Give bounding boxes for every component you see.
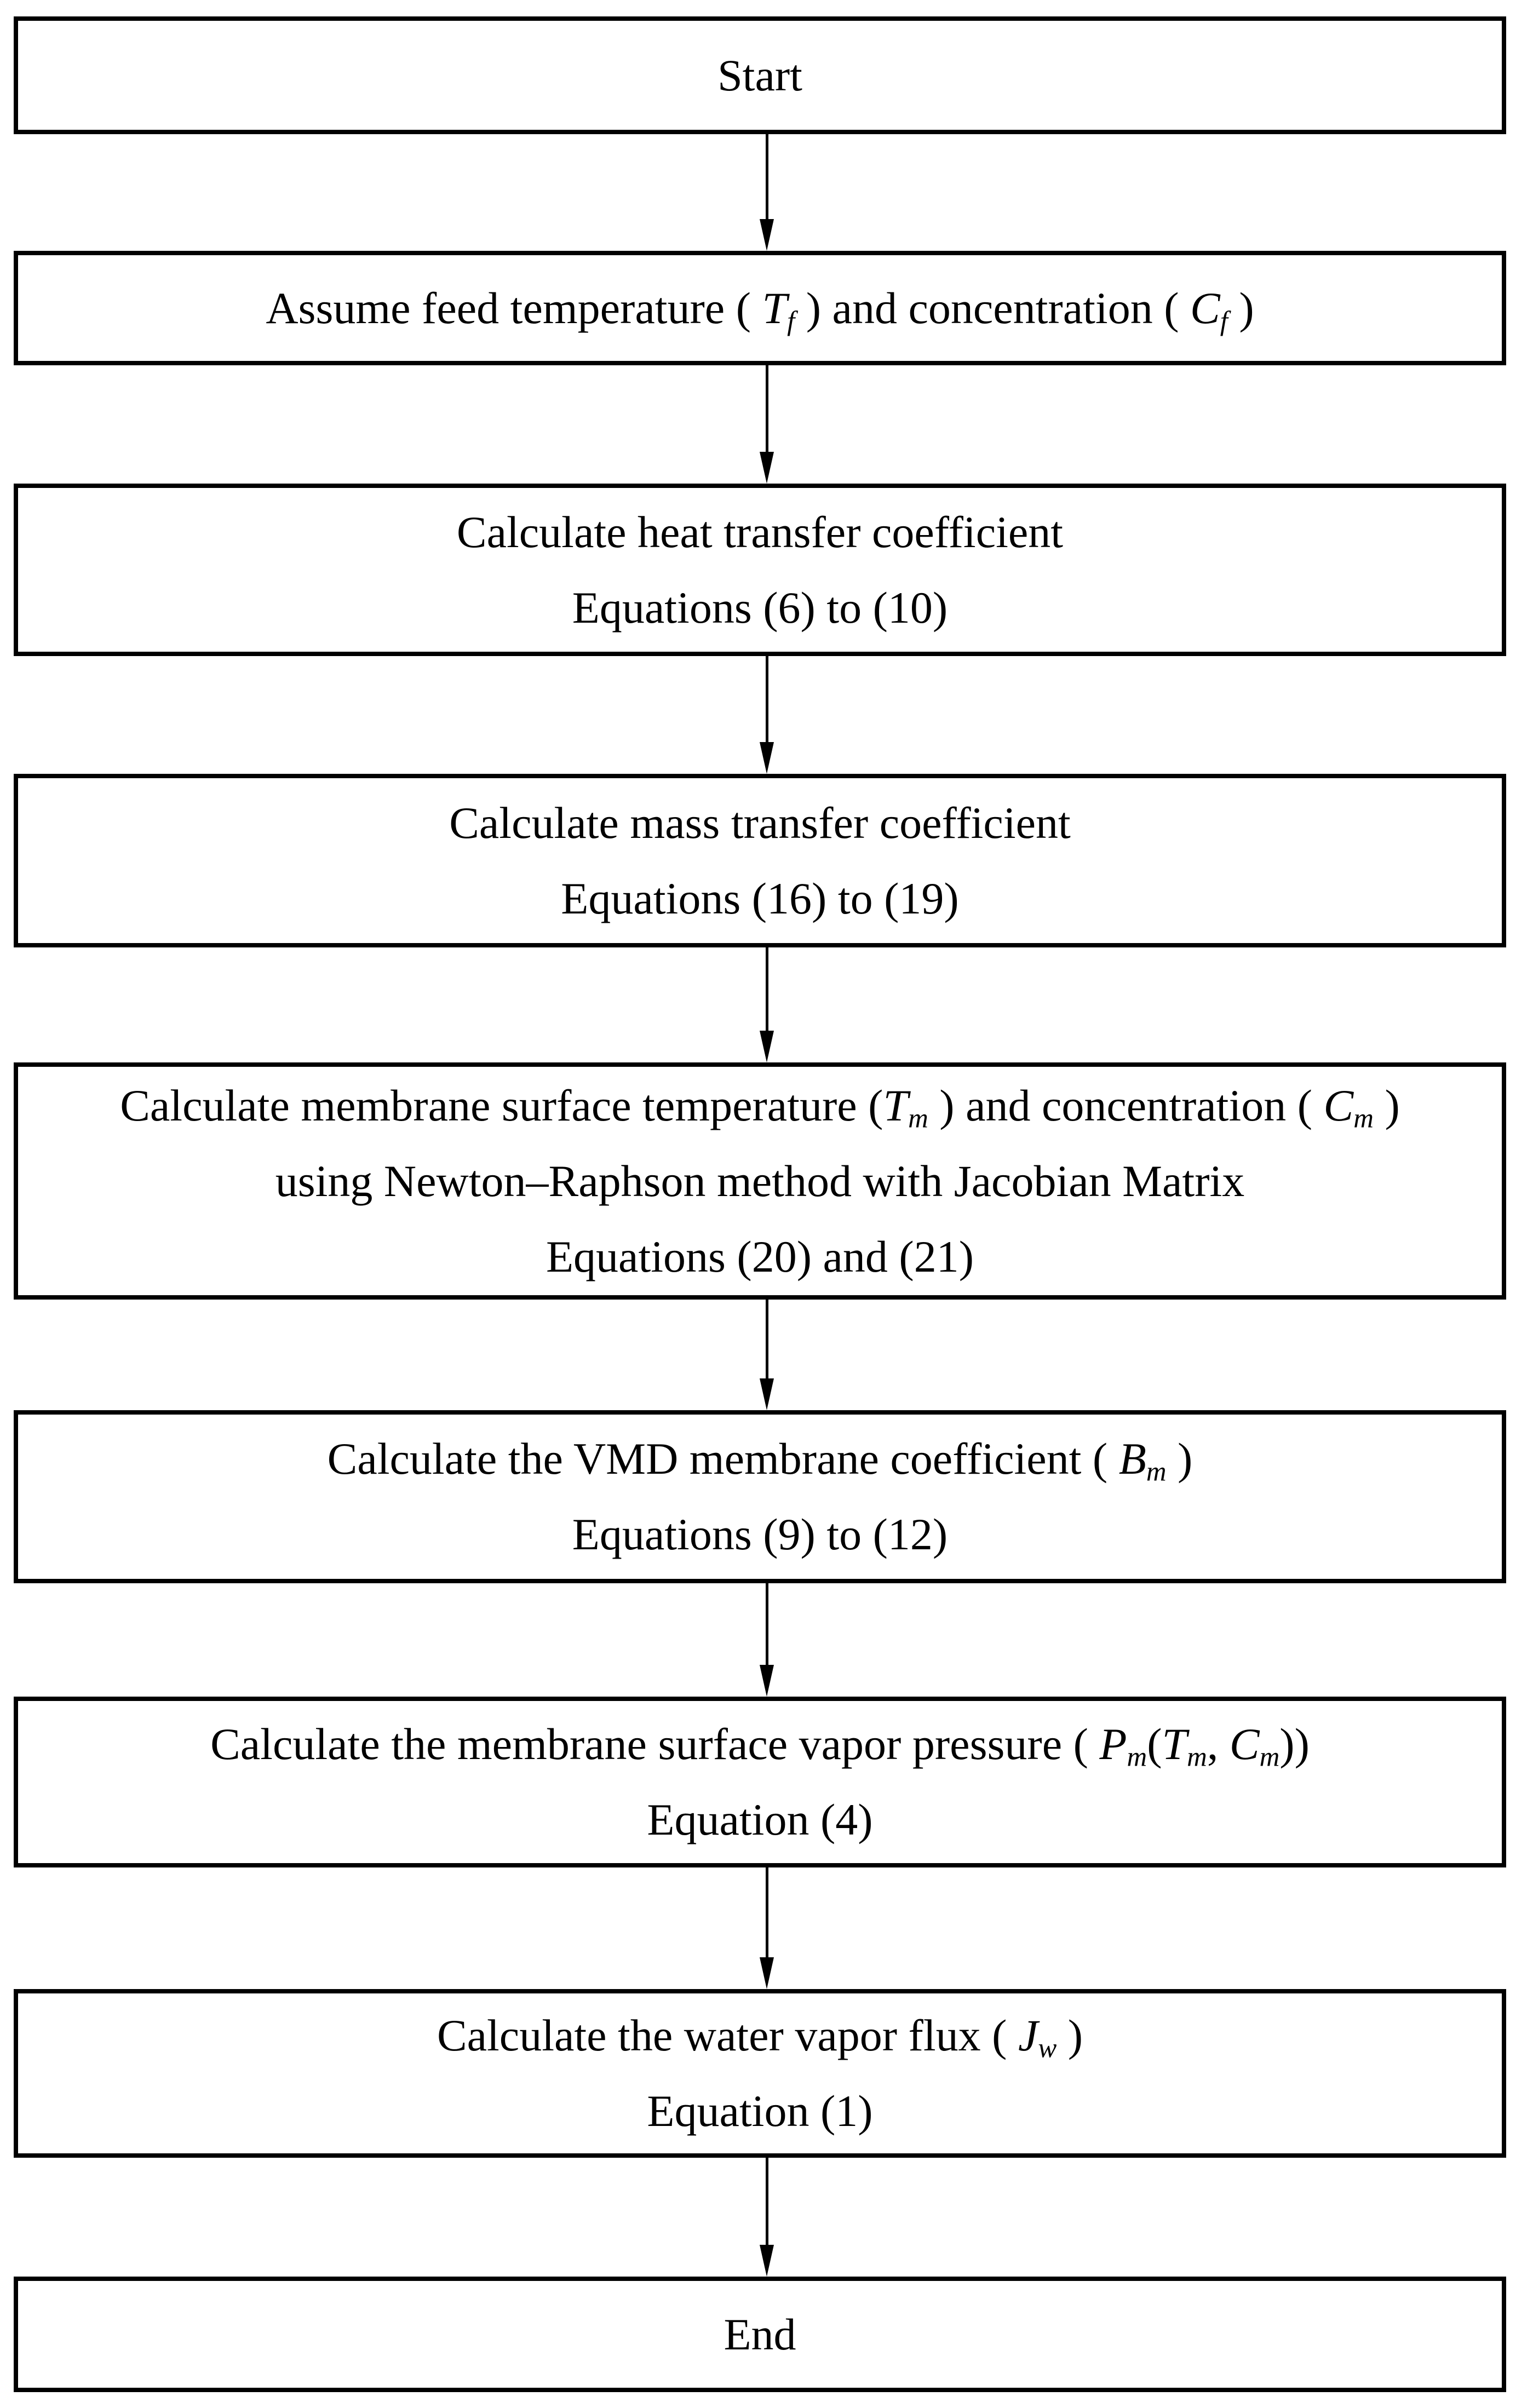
text-segment: Calculate the water vapor flux (: [437, 2010, 1018, 2060]
text-segment: Calculate the membrane surface vapor pre…: [210, 1719, 1100, 1769]
math-variable: B: [1118, 1434, 1146, 1484]
math-variable: T: [762, 283, 788, 333]
text-segment: ) and concentration (: [795, 283, 1190, 333]
flow-arrow: [758, 1583, 776, 1697]
math-variable: T: [883, 1080, 909, 1130]
node-line: Calculate mass transfer coefficient: [449, 785, 1071, 861]
flow-arrow: [758, 365, 776, 484]
node-line: Calculate membrane surface temperature (…: [120, 1068, 1400, 1143]
flow-node-water-vapor-flux: Calculate the water vapor flux ( Jw ) Eq…: [14, 1989, 1506, 2158]
math-variable: C: [1190, 283, 1220, 333]
flow-arrow: [758, 2158, 776, 2277]
arrow-shaft: [765, 947, 768, 1031]
arrowhead-icon: [760, 1031, 774, 1062]
math-subscript: f: [1220, 305, 1228, 336]
node-line: Start: [717, 38, 802, 113]
node-line: Equation (4): [647, 1782, 872, 1858]
flow-node-vmd-coefficient: Calculate the VMD membrane coefficient (…: [14, 1410, 1506, 1583]
arrow-shaft: [765, 2158, 768, 2245]
arrow-shaft: [765, 656, 768, 742]
text-segment: ): [1166, 1434, 1193, 1484]
arrow-shaft: [765, 365, 768, 452]
text-segment: ): [1227, 283, 1254, 333]
arrowhead-icon: [760, 219, 774, 251]
text-segment: ): [1373, 1080, 1400, 1130]
flow-arrow: [758, 134, 776, 251]
arrow-shaft: [765, 134, 768, 219]
text-segment: Assume feed temperature (: [266, 283, 762, 333]
arrowhead-icon: [760, 2245, 774, 2277]
text-segment: Calculate the VMD membrane coefficient (: [327, 1434, 1119, 1484]
node-label: Start: [717, 50, 802, 100]
text-segment: Equation (4): [647, 1795, 873, 1844]
arrow-shaft: [765, 1867, 768, 1957]
math-subscript: f: [787, 305, 795, 336]
text-segment: using Newton–Raphson method with Jacobia…: [275, 1156, 1245, 1206]
text-segment: ) and concentration (: [928, 1080, 1324, 1130]
flow-arrow: [758, 656, 776, 774]
flow-node-mass-transfer: Calculate mass transfer coefficient Equa…: [14, 774, 1506, 947]
flow-node-heat-transfer: Calculate heat transfer coefficient Equa…: [14, 484, 1506, 656]
math-variable: T: [1162, 1719, 1187, 1769]
node-line: Equations (20) and (21): [546, 1219, 974, 1295]
node-label: End: [724, 2309, 796, 2359]
text-segment: (: [1147, 1719, 1162, 1769]
flow-node-assume-feed: Assume feed temperature ( Tf ) and conce…: [14, 251, 1506, 365]
node-line: Calculate the water vapor flux ( Jw ): [437, 1998, 1083, 2073]
flow-arrow: [758, 1300, 776, 1410]
math-variable: C: [1323, 1080, 1354, 1130]
node-line: End: [724, 2297, 796, 2372]
text-segment: Equations (9) to (12): [572, 1509, 948, 1559]
text-segment: Calculate heat transfer coefficient: [456, 507, 1064, 557]
flow-node-start: Start: [14, 16, 1506, 134]
text-segment: Equation (1): [647, 2086, 873, 2136]
math-variable: P: [1099, 1719, 1127, 1769]
flow-node-vapor-pressure: Calculate the membrane surface vapor pre…: [14, 1697, 1506, 1867]
node-line: Assume feed temperature ( Tf ) and conce…: [266, 271, 1254, 346]
text-segment: Calculate membrane surface temperature (: [120, 1080, 883, 1130]
node-line: using Newton–Raphson method with Jacobia…: [275, 1143, 1245, 1219]
math-subscript: m: [1146, 1456, 1167, 1487]
node-line: Calculate the membrane surface vapor pre…: [210, 1706, 1310, 1782]
arrowhead-icon: [760, 452, 774, 484]
node-line: Equations (9) to (12): [572, 1497, 948, 1572]
math-subscript: m: [1353, 1102, 1374, 1134]
node-line: Calculate the VMD membrane coefficient (…: [328, 1421, 1193, 1497]
flow-node-membrane-surface: Calculate membrane surface temperature (…: [14, 1062, 1506, 1300]
arrowhead-icon: [760, 1665, 774, 1697]
node-line: Equations (6) to (10): [572, 570, 948, 646]
text-segment: Equations (16) to (19): [561, 873, 959, 923]
math-subscript: m: [1127, 1741, 1147, 1772]
arrow-shaft: [765, 1300, 768, 1378]
node-line: Equation (1): [647, 2073, 872, 2149]
text-segment: ,: [1207, 1719, 1230, 1769]
math-subscript: m: [1187, 1741, 1207, 1772]
math-subscript: m: [908, 1102, 928, 1134]
math-variable: C: [1229, 1719, 1260, 1769]
text-segment: Equations (6) to (10): [572, 582, 948, 633]
text-segment: )): [1279, 1719, 1310, 1769]
flow-arrow: [758, 1867, 776, 1989]
text-segment: Equations (20) and (21): [546, 1231, 974, 1281]
math-subscript: m: [1259, 1741, 1280, 1772]
math-subscript: w: [1038, 2032, 1057, 2064]
flow-arrow: [758, 947, 776, 1062]
flow-node-end: End: [14, 2277, 1506, 2392]
node-line: Equations (16) to (19): [561, 861, 958, 936]
arrowhead-icon: [760, 742, 774, 774]
arrowhead-icon: [760, 1378, 774, 1410]
arrowhead-icon: [760, 1957, 774, 1989]
text-segment: ): [1057, 2010, 1083, 2060]
arrow-shaft: [765, 1583, 768, 1665]
math-variable: J: [1018, 2010, 1038, 2060]
node-line: Calculate heat transfer coefficient: [457, 495, 1063, 570]
text-segment: Calculate mass transfer coefficient: [449, 797, 1071, 848]
